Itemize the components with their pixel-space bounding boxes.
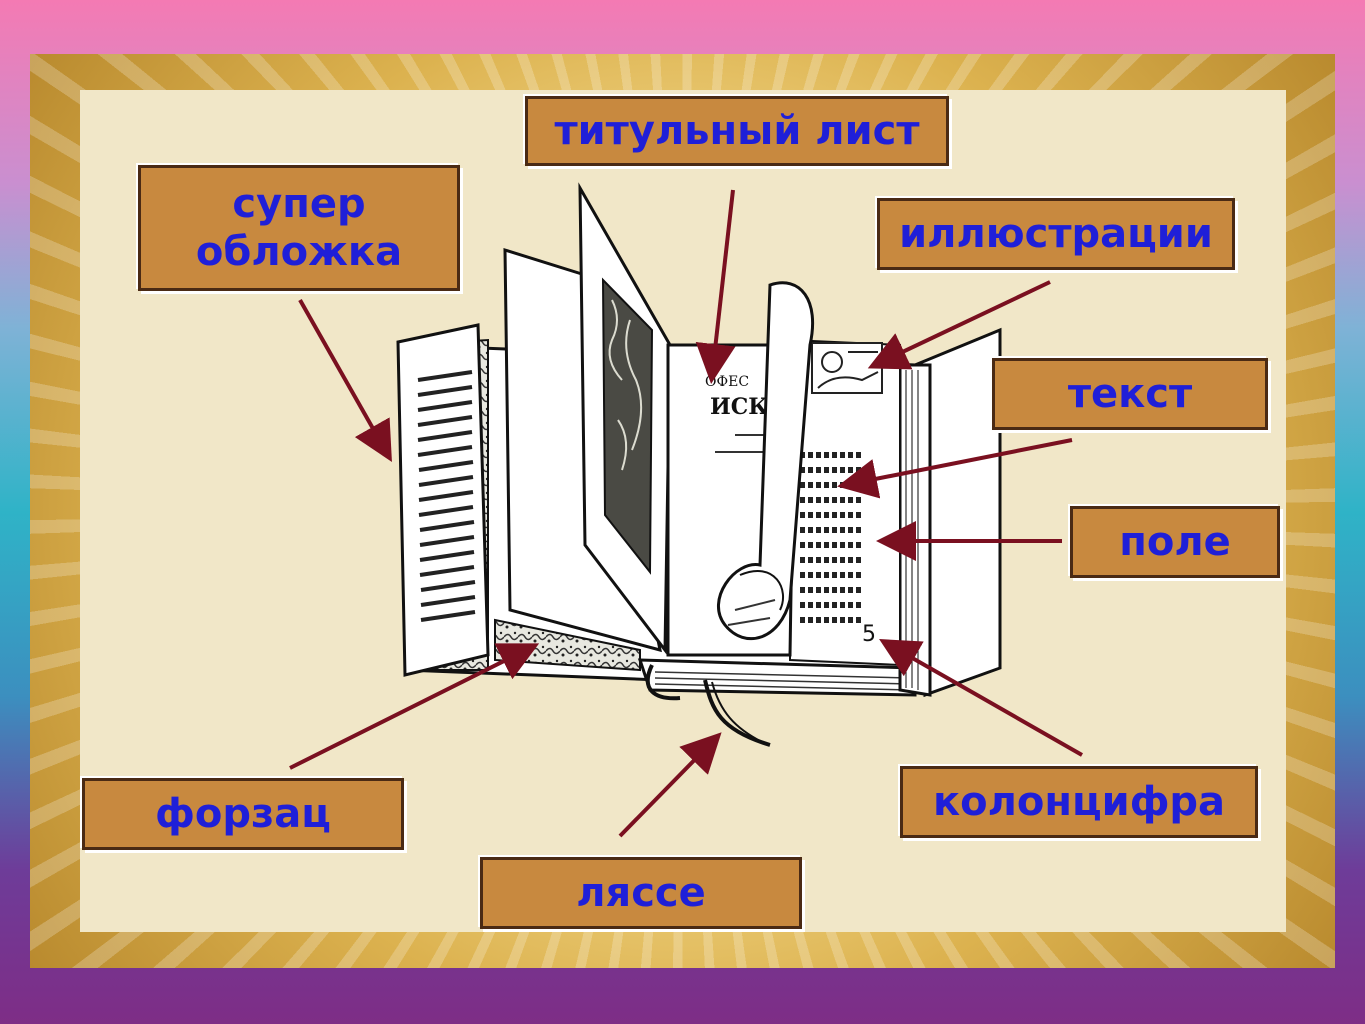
label-dust-jacket: супер обложка xyxy=(138,165,460,291)
label-dust-jacket-line1: супер xyxy=(232,181,366,227)
label-endpaper-text: форзац xyxy=(155,791,331,837)
label-endpaper: форзац xyxy=(82,778,404,850)
label-illustrations-text: иллюстрации xyxy=(899,211,1213,257)
book-illustration: 5 ОФЕС ИСКУ xyxy=(396,182,1002,747)
label-ribbon-text: ляссе xyxy=(576,870,706,916)
label-title-page: титульный лист xyxy=(525,96,949,166)
arrow-text xyxy=(837,438,1073,499)
dust-jacket-flap xyxy=(396,323,490,677)
label-illustrations: иллюстрации xyxy=(877,198,1235,270)
label-text: текст xyxy=(992,358,1268,430)
label-dust-jacket-line2: обложка xyxy=(195,229,403,275)
arrow-dust-jacket xyxy=(298,299,392,462)
page-number-value: 5 xyxy=(862,622,876,647)
arrow-illustrations xyxy=(867,280,1051,370)
ribbon-bookmark xyxy=(645,664,771,747)
frontispiece-picture xyxy=(601,277,654,575)
arrow-title-page xyxy=(695,189,736,384)
arrow-page-number xyxy=(879,639,1083,757)
label-title-page-text: титульный лист xyxy=(554,108,920,154)
label-page-number-text: колонцифра xyxy=(932,779,1226,825)
page-illustration xyxy=(811,342,883,394)
label-margin: поле xyxy=(1070,506,1280,578)
arrow-ribbon xyxy=(618,732,722,838)
label-text-text: текст xyxy=(1067,371,1193,417)
label-ribbon: ляссе xyxy=(480,857,802,929)
label-margin-text: поле xyxy=(1119,519,1231,565)
arrow-endpaper xyxy=(289,643,540,770)
svg-text:ОФЕС: ОФЕС xyxy=(705,374,749,390)
label-page-number: колонцифра xyxy=(900,766,1258,838)
